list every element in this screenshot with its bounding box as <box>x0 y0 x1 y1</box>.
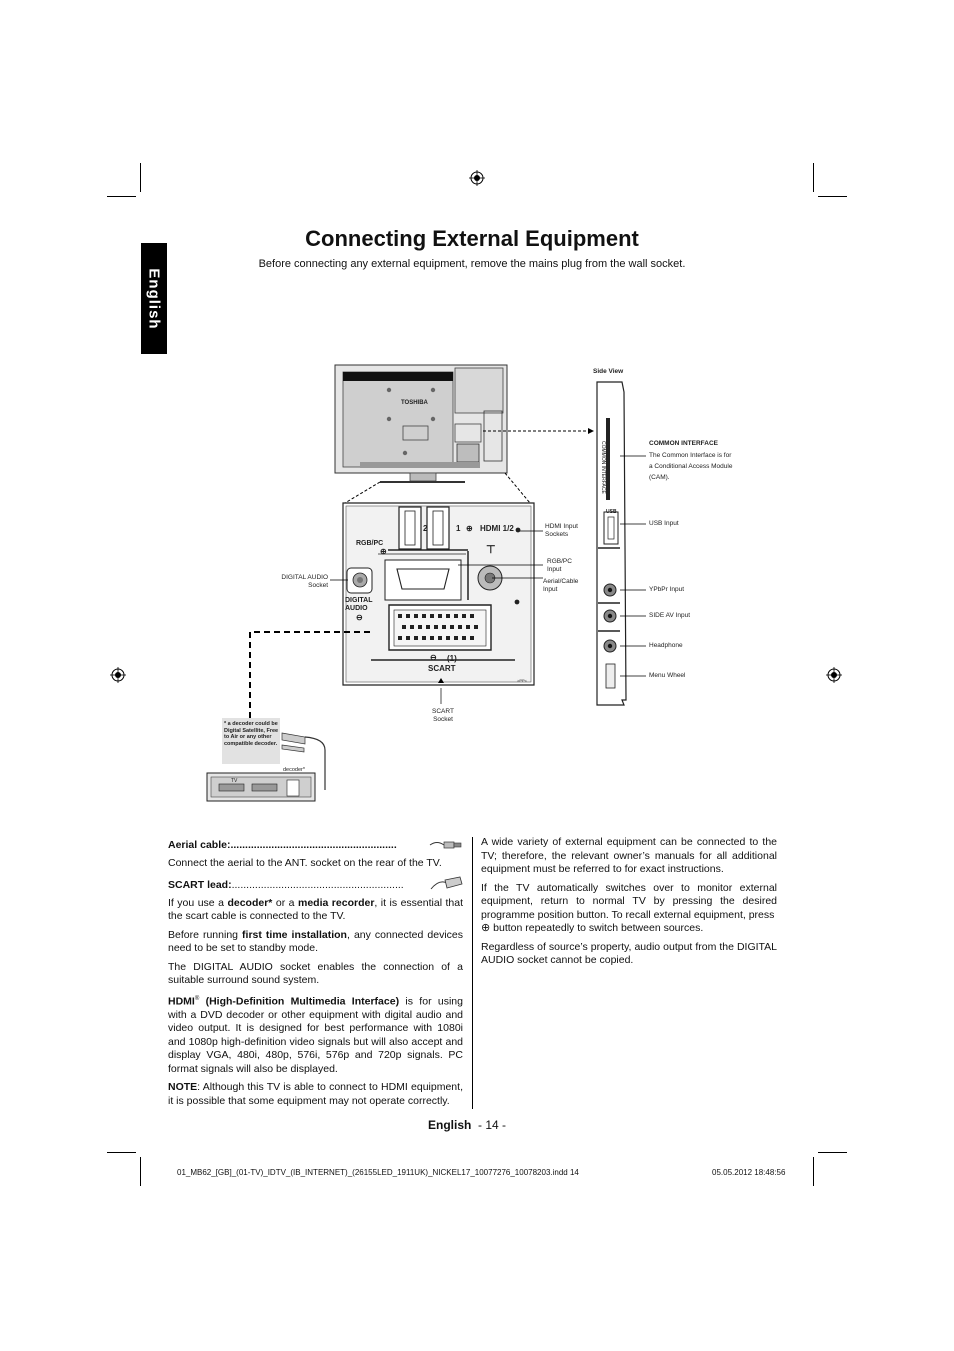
scart-icon: ⊖ <box>430 653 437 662</box>
common-interface-vertical-label: COMMON INTERFACE <box>600 441 606 494</box>
crop-mark <box>813 163 814 192</box>
rear-panel-zoom <box>342 502 535 686</box>
input-source-icon: ⊕ <box>481 922 491 934</box>
input-source-icon: ⊕ <box>380 547 387 556</box>
menu-wheel-label: Menu Wheel <box>649 672 686 679</box>
headphone-label: Headphone <box>649 642 683 649</box>
rgbpc-input-label: RGB/PC Input <box>547 558 572 573</box>
input-source-icon: ⊕ <box>466 524 473 533</box>
crop-mark <box>107 1152 136 1153</box>
digital-audio-socket-label: DIGITAL AUDIO Socket <box>281 574 328 589</box>
scart-plug-icon <box>430 876 463 890</box>
right-paragraph-2: If the TV automatically switches over to… <box>481 881 777 921</box>
note-term: NOTE <box>168 1081 198 1093</box>
registration-mark-icon <box>110 667 126 683</box>
registered-mark: ® <box>194 995 200 1002</box>
aerial-cable-dots: ........................................… <box>230 839 397 851</box>
hdmi-term: (High-Definition Multimedia Interface) <box>199 995 400 1007</box>
aerial-input-label: Aerial/Cable Input <box>543 578 579 593</box>
hdmi-term: HDMI <box>168 995 195 1007</box>
tv-rear-illustration <box>334 364 508 483</box>
fti-text: Before running <box>168 928 243 941</box>
ypbpr-input-label: YPbPr Input <box>649 586 685 593</box>
scart-number-label: (1) <box>447 654 457 663</box>
hdmi-sockets-label: HDMI Input Sockets <box>545 523 578 538</box>
decoder-label: decoder* <box>283 767 306 773</box>
aerial-cable-text: Connect the aerial to the ANT. socket on… <box>168 856 442 869</box>
aerial-plug-icon <box>429 841 462 849</box>
crop-mark <box>107 196 136 197</box>
usb-port-label: USB <box>606 509 617 515</box>
panel-marker: >PP< <box>517 678 528 683</box>
aerial-icon: ⊤ <box>486 544 496 556</box>
footer-date: 05.05.2012 18:48:56 <box>712 1168 786 1177</box>
crop-mark <box>140 1157 141 1186</box>
language-tab: English <box>141 243 167 354</box>
right-paragraph-2-end: button repeatedly to switch between sour… <box>490 922 704 934</box>
hdmi-1-number: 1 <box>456 524 461 533</box>
decoder-text: or a <box>272 896 298 909</box>
registration-mark-icon <box>469 170 485 186</box>
page-subtitle: Before connecting any external equipment… <box>258 258 686 270</box>
right-column: A wide variety of external equipment can… <box>481 836 777 973</box>
rgbpc-port-label: RGB/PC <box>356 540 384 547</box>
column-divider <box>472 837 473 1109</box>
hdmi-2-number: 2 <box>423 524 428 533</box>
crop-mark <box>140 163 141 192</box>
scart-lead-dots: ........................................… <box>231 879 404 891</box>
note-text: : Although this TV is able to connect to… <box>168 1081 463 1107</box>
decoder-tv-label: TV <box>231 778 238 784</box>
crop-mark <box>818 1152 847 1153</box>
side-view-label: Side View <box>593 368 624 375</box>
digital-audio-icon: ⊖ <box>356 613 363 622</box>
hdmi-port-label: HDMI 1/2 <box>480 524 514 533</box>
aerial-cable-heading: Aerial cable: <box>168 839 231 851</box>
brand-logo-text: TOSHIBA <box>401 400 428 406</box>
fti-text: , any connected devices need to be set t… <box>168 928 464 955</box>
side-av-input-label: SIDE AV Input <box>649 612 691 619</box>
footer-language: English - 14 - <box>428 1118 506 1132</box>
footer-language-text: English <box>428 1118 472 1132</box>
decoder-text: , it is essential that the scart cable i… <box>168 896 464 923</box>
media-recorder-term: media recorder <box>297 896 375 909</box>
scart-port-label: SCART <box>428 664 456 673</box>
digital-audio-port-label: DIGITAL AUDIO <box>345 597 373 612</box>
scart-socket-label: SCART Socket <box>432 708 454 723</box>
footer-filename: 01_MB62_[GB]_(01-TV)_IDTV_(IB_INTERNET)_… <box>177 1168 579 1177</box>
scart-lead-heading: SCART lead: <box>168 879 232 891</box>
common-interface-title: COMMON INTERFACE <box>649 440 718 447</box>
right-paragraph-1: A wide variety of external equipment can… <box>481 836 777 875</box>
decoder-text: If you use a <box>168 896 228 909</box>
page-number: - 14 - <box>478 1118 507 1132</box>
side-view-illustration <box>596 381 627 706</box>
usb-input-label: USB Input <box>649 520 679 527</box>
decoder-note: * a decoder could be Digital Satellite, … <box>224 721 279 747</box>
hdmi-text: is for using with a DVD decoder or other… <box>168 995 463 1075</box>
right-paragraph-3: Regardless of source’s property, audio o… <box>481 940 777 967</box>
fti-term: first time installation <box>242 928 347 941</box>
crop-mark <box>813 1157 814 1186</box>
page-title: Connecting External Equipment <box>305 226 639 251</box>
common-interface-desc: The Common Interface is for a Conditiona… <box>649 452 733 481</box>
left-column: Aerial cable:...........................… <box>168 839 463 1113</box>
crop-mark <box>818 196 847 197</box>
digital-audio-text: The DIGITAL AUDIO socket enables the con… <box>168 960 463 987</box>
registration-mark-icon <box>826 667 842 683</box>
decoder-term: decoder* <box>227 896 273 909</box>
